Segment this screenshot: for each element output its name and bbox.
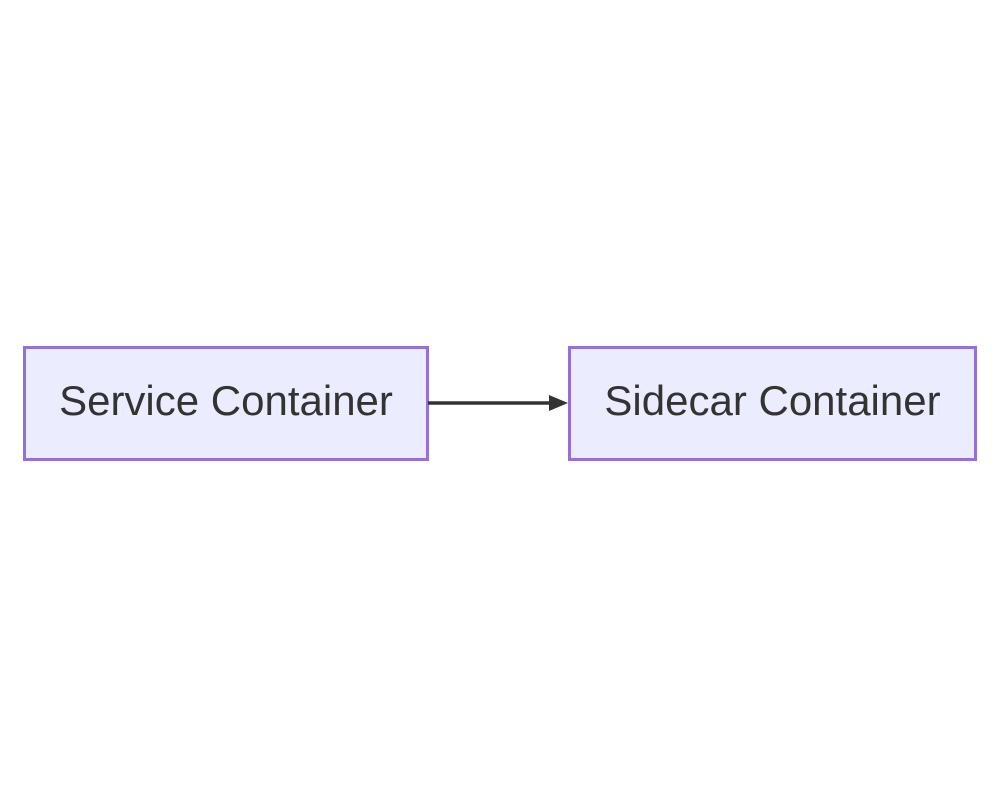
node-service-container: Service Container — [23, 346, 429, 461]
node-sidecar-container: Sidecar Container — [568, 346, 977, 461]
node-service-container-label: Service Container — [59, 376, 393, 424]
arrowhead-icon — [549, 395, 568, 411]
node-sidecar-container-label: Sidecar Container — [604, 376, 941, 424]
edge-service-to-sidecar — [428, 395, 568, 411]
